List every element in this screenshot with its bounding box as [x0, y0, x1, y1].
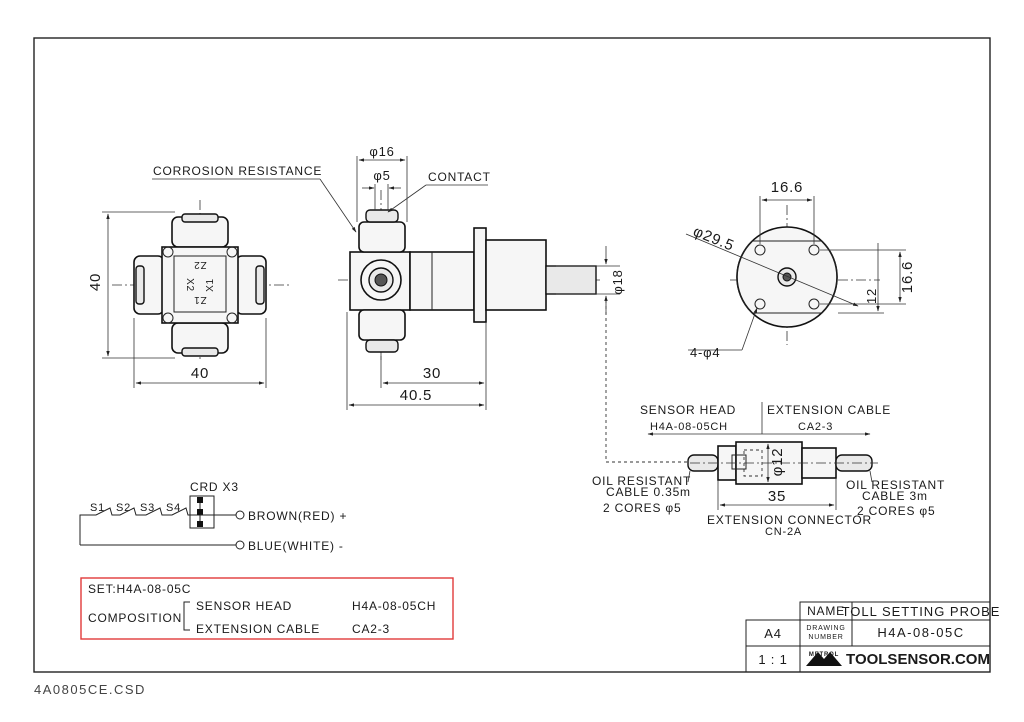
composition-label: COMPOSITION: [88, 611, 182, 625]
label-ext-connector-1: EXTENSION CONNECTOR: [707, 513, 872, 527]
composition-item2-part: CA2-3: [352, 622, 390, 636]
front-view: Z2 Z1 X2 X1 40 40: [87, 200, 290, 388]
label-extension-cable-part: CA2-3: [798, 421, 833, 433]
face-label-z1: Z1: [193, 294, 206, 305]
label-oil-left-1: OIL RESISTANT: [592, 474, 691, 488]
label-oil-left-2: CABLE 0.35m: [606, 485, 691, 499]
title-drawing-label-1: DRAWING: [806, 625, 845, 632]
dim-dia18: φ18: [610, 269, 625, 294]
set-box: SET:H4A-08-05C COMPOSITION SENSOR HEAD H…: [80, 577, 454, 640]
side-view: φ16 φ5 CORROSION RESISTANCE CONTACT 30 4…: [152, 144, 688, 463]
dim-dia12: φ12: [769, 448, 786, 477]
face-label-x1: X1: [205, 278, 216, 292]
title-scale: 1 : 1: [758, 652, 787, 667]
dim-12-side: 12: [864, 288, 879, 304]
dim-40-5: 40.5: [400, 387, 432, 404]
title-name-label: NAME: [807, 604, 845, 618]
label-s1: S1: [90, 502, 105, 514]
title-size: A4: [764, 626, 782, 641]
label-oil-right-3: 2 CORES φ5: [857, 504, 935, 518]
label-oil-left-3: 2 CORES φ5: [603, 501, 681, 515]
label-s3: S3: [140, 502, 155, 514]
dim-40-horizontal: 40: [191, 365, 209, 382]
composition-item1-name: SENSOR HEAD: [196, 599, 292, 613]
dim-dia5: φ5: [373, 168, 390, 183]
face-label-x2: X2: [184, 278, 195, 292]
title-drawing-label-2: NUMBER: [808, 634, 843, 641]
label-crd: CRD X3: [190, 480, 239, 494]
label-brown-red: BROWN(RED) +: [248, 509, 347, 523]
title-block: NAME TOLL SETTING PROBE DRAWING NUMBER H…: [745, 601, 1001, 672]
connector-view: SENSOR HEAD H4A-08-05CH EXTENSION CABLE …: [592, 402, 945, 538]
dim-16-6-side: 16.6: [899, 261, 916, 293]
label-contact: CONTACT: [428, 170, 491, 184]
label-s2: S2: [116, 502, 131, 514]
label-s4: S4: [166, 502, 181, 514]
composition-item1-part: H4A-08-05CH: [352, 599, 436, 613]
dim-35: 35: [768, 488, 786, 505]
title-name-value: TOLL SETTING PROBE: [842, 604, 1001, 619]
label-oil-right-1: OIL RESISTANT: [846, 478, 945, 492]
file-name: 4A0805CE.CSD: [34, 682, 146, 697]
dim-dia16: φ16: [369, 144, 394, 159]
title-logo-text: METROL: [809, 652, 839, 658]
composition-item2-name: EXTENSION CABLE: [196, 622, 320, 636]
dim-30: 30: [423, 365, 441, 382]
label-holes: 4-φ4: [690, 345, 720, 360]
title-brand: TOOLSENSOR.COM: [846, 651, 990, 668]
label-extension-cable: EXTENSION CABLE: [767, 403, 891, 417]
title-drawing-value: H4A-08-05C: [877, 625, 964, 640]
set-name: SET:H4A-08-05C: [88, 582, 191, 596]
drawing-frame: [33, 37, 991, 673]
dim-dia29-5: φ29.5: [691, 223, 737, 255]
wiring-schematic: CRD X3 S1 S2 S3 S4 BROWN(RED) + BLUE(WHI…: [79, 480, 347, 553]
label-ext-connector-2: CN-2A: [765, 526, 802, 538]
metrol-logo-icon: [806, 652, 842, 666]
dim-16-6-top: 16.6: [771, 179, 803, 196]
label-sensor-head-part: H4A-08-05CH: [650, 421, 728, 433]
dim-40-vertical: 40: [87, 273, 104, 291]
face-label-z2: Z2: [193, 259, 206, 270]
label-sensor-head: SENSOR HEAD: [640, 403, 736, 417]
label-blue-white: BLUE(WHITE) -: [248, 539, 344, 553]
label-corrosion-resistance: CORROSION RESISTANCE: [153, 164, 322, 178]
label-oil-right-2: CABLE 3m: [862, 489, 928, 503]
flange-view: 16.6 16.6 12 φ29.5 4-φ4: [685, 179, 916, 360]
